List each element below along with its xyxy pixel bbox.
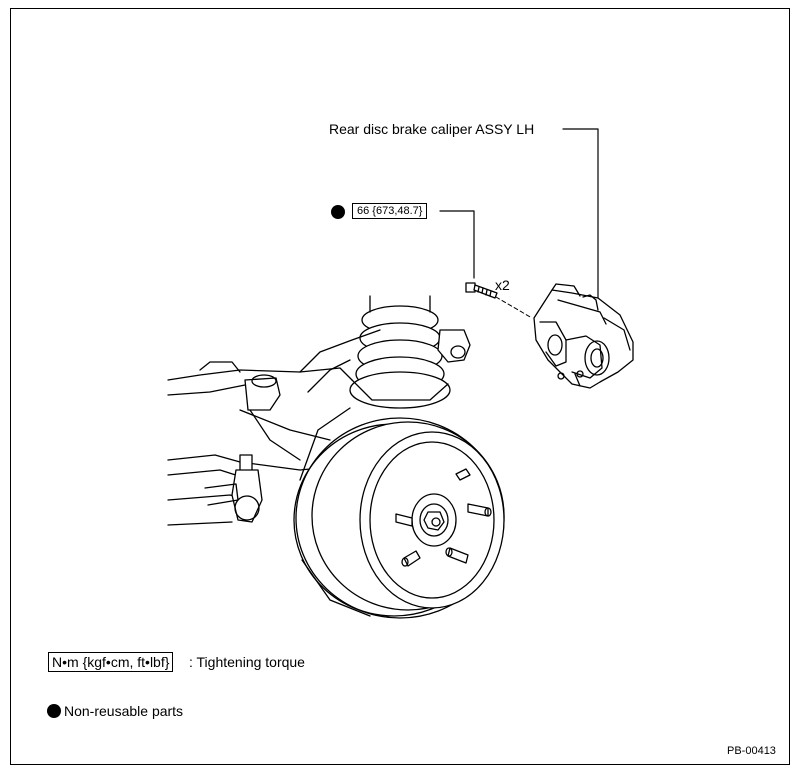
hub-studs	[395, 468, 492, 567]
coil-spring	[349, 295, 451, 409]
suspension-arms	[167, 329, 471, 526]
brake-caliper	[533, 283, 634, 389]
figure-code: PB-00413	[727, 745, 776, 757]
diagram-frame	[10, 8, 790, 765]
install-path-line	[495, 296, 533, 319]
caliper-label: Rear disc brake caliper ASSY LH	[329, 121, 535, 137]
legend-torque-description: : Tightening torque	[189, 654, 305, 670]
torque-leader-line	[439, 210, 475, 279]
caliper-leader-line	[562, 128, 599, 301]
bolt	[465, 282, 498, 299]
legend-non-reusable-dot-icon	[47, 704, 61, 718]
legend-non-reusable-description: Non-reusable parts	[64, 703, 184, 719]
tie-rod-end	[204, 454, 263, 523]
bolt-quantity-label: x2	[495, 277, 510, 293]
torque-spec-box: 66 {673,48.7}	[352, 203, 428, 219]
non-reusable-dot-icon	[331, 205, 345, 219]
legend-torque-units-box: N•m {kgf•cm, ft•lbf}	[48, 652, 174, 672]
